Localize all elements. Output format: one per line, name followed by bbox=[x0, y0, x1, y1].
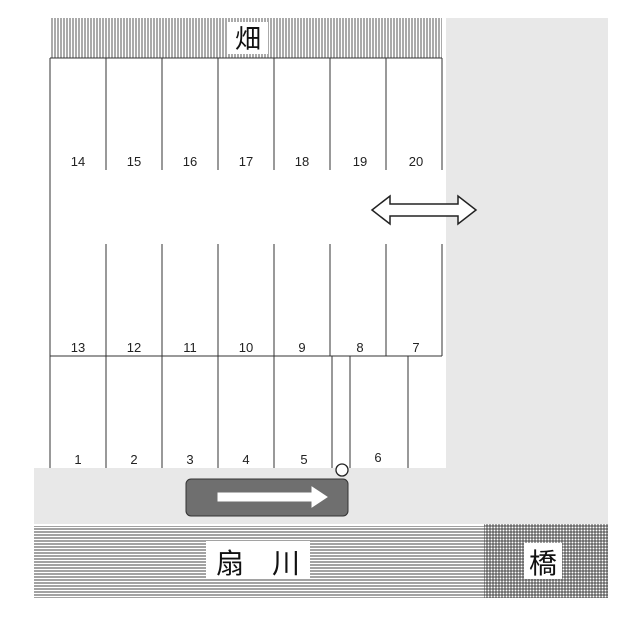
slot-16: 16 bbox=[183, 154, 197, 169]
bridge-label: 橋 bbox=[529, 547, 557, 580]
slot-1: 1 bbox=[74, 452, 81, 467]
slot-14: 14 bbox=[71, 154, 85, 169]
slot-15: 15 bbox=[127, 154, 141, 169]
slot-2: 2 bbox=[130, 452, 137, 467]
field-label-bg bbox=[228, 22, 268, 54]
top-row-dividers bbox=[105, 58, 443, 170]
field-label: 畑 bbox=[235, 25, 261, 55]
slot-11: 11 bbox=[183, 340, 197, 355]
bottom-row-dividers bbox=[105, 356, 409, 468]
slot-5: 5 bbox=[300, 452, 307, 467]
river-label: 扇 川 bbox=[216, 547, 300, 580]
river-label-bg bbox=[206, 541, 310, 579]
slot-12: 12 bbox=[127, 340, 141, 355]
slot-10: 10 bbox=[239, 340, 253, 355]
bridge-label-bg bbox=[524, 543, 562, 579]
middle-row-dividers bbox=[105, 244, 443, 356]
slot-18: 18 bbox=[295, 154, 309, 169]
slot-9: 9 bbox=[298, 340, 305, 355]
slot-6: 6 bbox=[374, 450, 381, 465]
two-way-arrow-icon bbox=[370, 194, 478, 226]
slot-3: 3 bbox=[186, 452, 193, 467]
slot-4: 4 bbox=[242, 452, 249, 467]
slot-8: 8 bbox=[356, 340, 363, 355]
slot-7: 7 bbox=[412, 340, 419, 355]
slot-20: 20 bbox=[409, 154, 423, 169]
right-arrow-icon bbox=[217, 486, 328, 508]
road-vertical bbox=[446, 18, 608, 470]
entrance-marker-icon bbox=[335, 463, 349, 477]
slot-19: 19 bbox=[353, 154, 367, 169]
parking-area bbox=[49, 57, 442, 468]
slot-17: 17 bbox=[239, 154, 253, 169]
slot-13: 13 bbox=[71, 340, 85, 355]
